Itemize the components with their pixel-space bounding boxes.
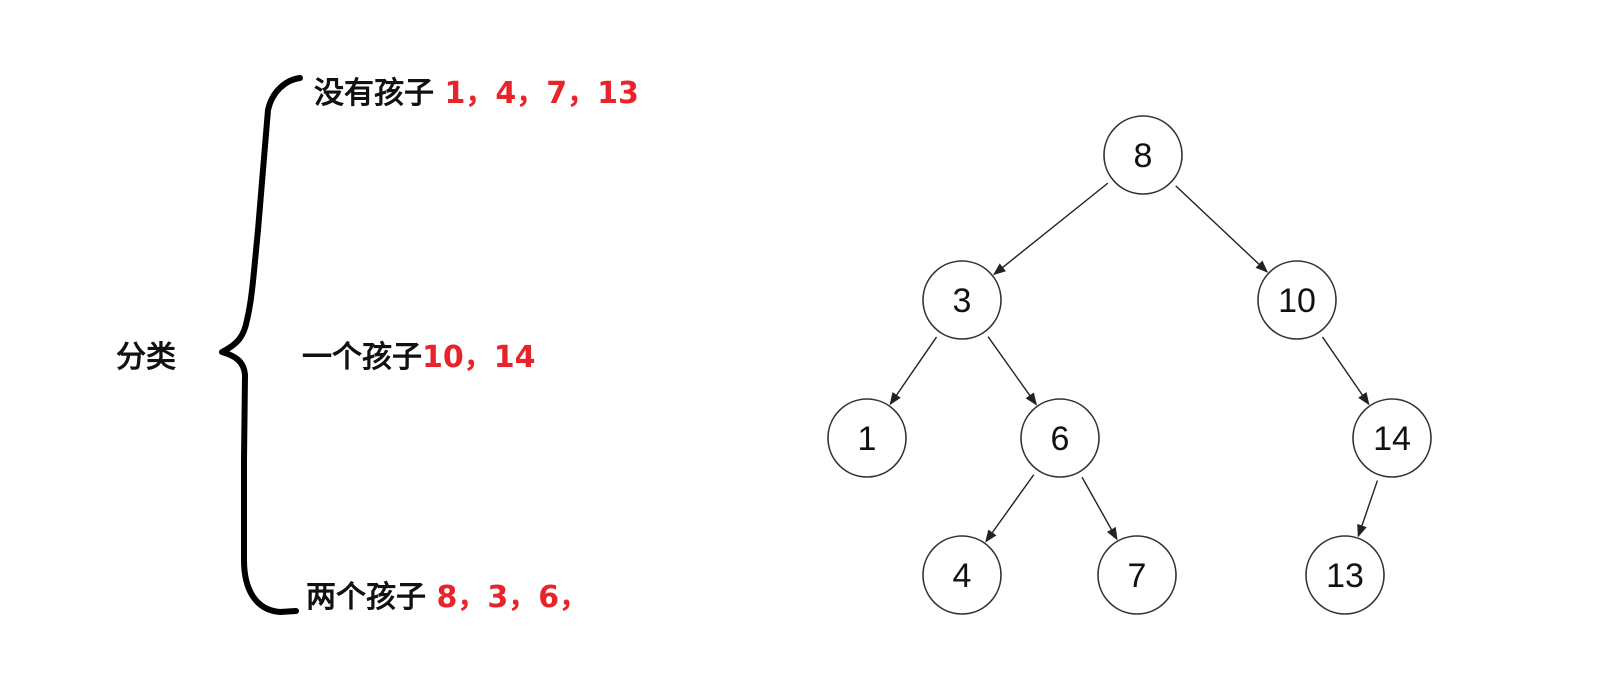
group-values: 1，4，7，13: [444, 76, 639, 111]
edge-arrow-n10-n14: [1321, 336, 1370, 406]
tree-node-1: 1: [827, 398, 907, 478]
tree-node-3: 3: [922, 260, 1002, 340]
node-value: 6: [1051, 420, 1070, 458]
group-no-children: 没有孩子 1，4，7，13: [314, 76, 639, 112]
node-value: 14: [1373, 420, 1411, 458]
group-values: 8，3，6，: [436, 580, 590, 615]
node-value: 4: [953, 557, 972, 595]
node-value: 13: [1326, 557, 1364, 595]
group-values: 10，14: [422, 340, 536, 375]
edge-arrow-n8-n10: [1175, 185, 1269, 273]
tree-node-14: 14: [1352, 398, 1432, 478]
edge-arrow-n6-n7: [1081, 476, 1118, 541]
node-circle: [1020, 398, 1100, 478]
group-label: 两个孩子: [306, 580, 426, 615]
edge-arrow-n3-n1: [889, 336, 938, 406]
classification-title: 分类: [116, 340, 176, 375]
node-circle: [922, 535, 1002, 615]
tree-node-6: 6: [1020, 398, 1100, 478]
tree-node-13: 13: [1305, 535, 1385, 615]
edge-arrow-n14-n13: [1357, 480, 1379, 538]
node-circle: [922, 260, 1002, 340]
node-circle: [1257, 260, 1337, 340]
curly-brace: [219, 75, 303, 615]
tree-node-7: 7: [1097, 535, 1177, 615]
tree-node-8: 8: [1103, 115, 1183, 195]
node-circle: [1097, 535, 1177, 615]
node-value: 8: [1134, 137, 1153, 175]
group-label: 没有孩子: [314, 76, 434, 111]
edge-arrow-n8-n3: [993, 182, 1109, 276]
node-value: 3: [953, 282, 972, 320]
tree-node-10: 10: [1257, 260, 1337, 340]
node-circle: [1305, 535, 1385, 615]
node-circle: [1103, 115, 1183, 195]
node-circle: [1352, 398, 1432, 478]
group-label: 一个孩子: [302, 340, 422, 375]
group-two-children: 两个孩子 8，3，6，: [306, 580, 589, 616]
edge-arrow-n6-n4: [985, 474, 1035, 543]
tree-node-4: 4: [922, 535, 1002, 615]
node-value: 1: [858, 420, 877, 458]
edge-arrow-n3-n6: [987, 336, 1037, 406]
node-circle: [827, 398, 907, 478]
node-value: 10: [1278, 282, 1316, 320]
node-value: 7: [1128, 557, 1147, 595]
group-one-child: 一个孩子10，14: [302, 340, 536, 376]
